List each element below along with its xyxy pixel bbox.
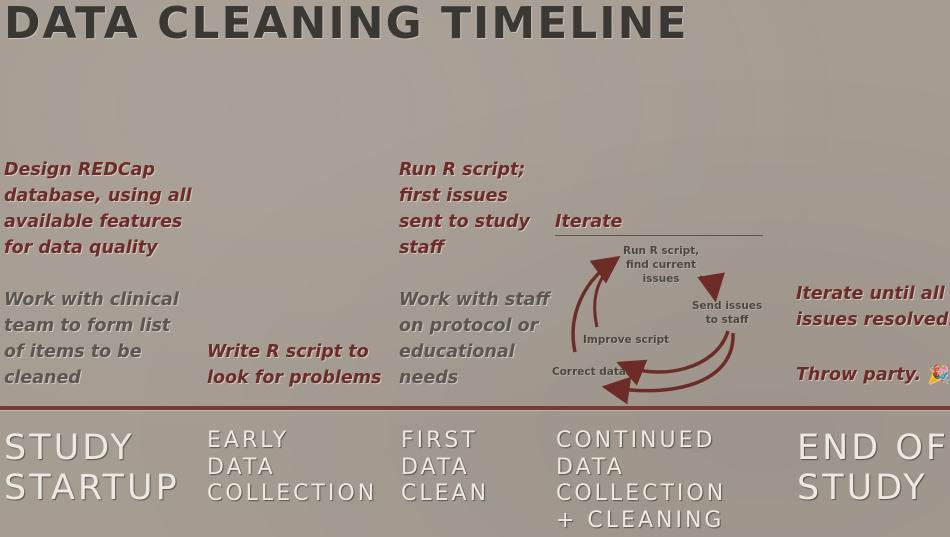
text-line: issues [642,273,680,285]
first-clean-staff-text: Work with staff on protocol or education… [399,287,550,391]
text-line: DATA [401,454,470,480]
end-iterate-text: Iterate until all issues resolved. [796,281,950,333]
timeline-divider [0,406,950,410]
phase-study-startup: STUDY STARTUP [4,428,180,508]
text-line: needs [399,368,459,388]
text-line: cleaned [4,368,81,388]
text-line: STARTUP [4,468,180,508]
cycle-improve-script: Improve script [583,334,670,346]
text-line: STUDY [4,428,135,468]
text-line: Run R script, [623,245,700,257]
text-line: find current [626,259,697,271]
text-line: + CLEANING [556,507,725,533]
text-line: sent to study [399,212,530,232]
iterate-heading: Iterate [555,209,763,236]
arrow-to-correct-data-outer [601,332,735,405]
text-line: to staff [705,314,749,326]
text-line: team to form list [4,316,171,336]
text-line: of items to be [4,342,142,362]
party-label: Throw party. [796,365,922,385]
text-line: Send issues [692,300,763,312]
arrow-to-send-issues [697,272,725,303]
cycle-correct-data: Correct data [552,366,627,378]
text-line: available features [4,212,183,232]
text-line: Run R script; [399,160,526,180]
text-line: Write R script to [207,342,369,362]
text-line: COLLECTION [556,481,727,506]
arrow-to-correct-data [616,330,730,386]
text-line: for data quality [4,238,158,258]
text-line: Work with staff [399,290,550,310]
text-line: CLEAN [401,481,490,506]
text-line: database, using all [4,186,192,206]
phase-early-data-collection: EARLY DATA COLLECTION [207,428,377,508]
text-line: DATA [207,454,276,480]
text-line: FIRST [401,428,478,453]
cycle-send-issues: Send issues to staff [692,299,762,327]
early-script-text: Write R script to look for problems [207,339,381,391]
first-clean-run-text: Run R script; first issues sent to study… [399,157,530,261]
text-line: Work with clinical [4,290,179,310]
end-party-text: Throw party. 🎉 [796,362,949,388]
text-line: CONTINUED [556,428,716,453]
phase-first-data-clean: FIRST DATA CLEAN [401,428,489,508]
arrow-to-run-script [571,255,621,353]
text-line: first issues [399,186,508,206]
text-line: EARLY [207,428,290,453]
startup-clinical-text: Work with clinical team to form list of … [4,287,179,391]
text-line: look for problems [207,368,382,388]
slide-title: DATA CLEANING TIMELINE [4,0,689,49]
text-line: Design REDCap [4,160,156,180]
text-line: staff [399,238,445,258]
text-line: on protocol or [399,316,539,336]
text-line: issues resolved. [796,310,950,330]
arrow-to-run-script-inner [593,264,614,328]
startup-design-text: Design REDCap database, using all availa… [4,157,192,261]
party-popper-icon: 🎉 [927,365,949,385]
text-line: DATA [556,454,625,480]
text-line: educational [399,342,515,362]
text-line: END OF [797,428,950,468]
cycle-run-script: Run R script, find current issues [623,244,699,286]
phase-end-of-study: END OF STUDY [797,428,949,508]
text-line: Iterate until all [796,284,945,304]
text-line: COLLECTION [207,481,378,506]
text-line: STUDY [797,468,928,508]
phase-continued-cleaning: CONTINUED DATA COLLECTION + CLEANING [556,428,726,534]
iterate-label: Iterate [555,212,623,232]
